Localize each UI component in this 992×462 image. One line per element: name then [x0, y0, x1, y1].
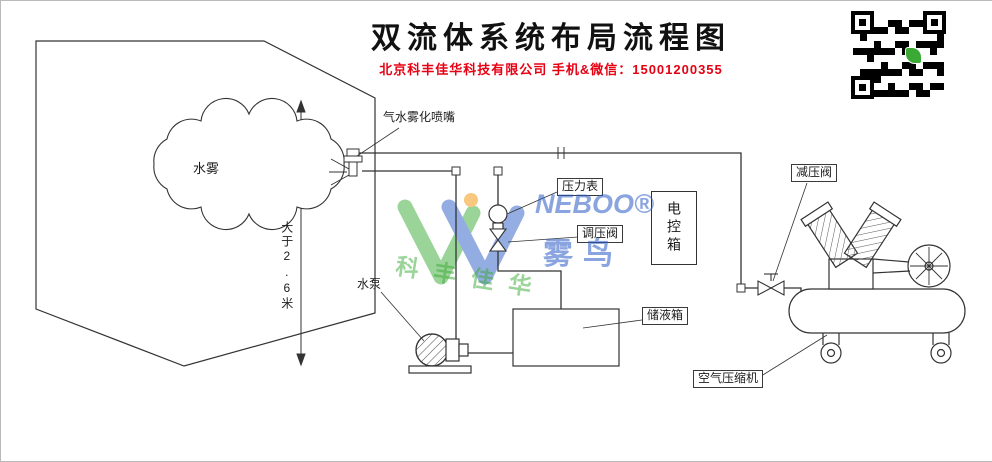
air-compressor — [788, 201, 966, 364]
regulator-valve — [488, 228, 508, 252]
qr-code — [851, 11, 946, 99]
reducing-valve — [757, 273, 785, 296]
label-min-height: 大于2.6米 — [279, 221, 294, 311]
qr-leaf-logo-icon — [905, 47, 922, 64]
water-pump — [408, 333, 472, 374]
atomizing-nozzle — [329, 148, 363, 186]
company-subtitle: 北京科丰佳华科技有限公司 手机&微信：15001200355 — [379, 62, 723, 77]
qr-finder-icon — [851, 11, 874, 34]
label-pressure-gauge: 压力表 — [557, 178, 604, 196]
watermark-logo — [397, 193, 525, 285]
page-title: 双流体系统布局流程图 — [371, 22, 731, 55]
label-reducing-valve: 减压阀 — [791, 164, 838, 182]
return-pipe — [497, 251, 562, 309]
label-pressure-regulator: 调压阀 — [577, 225, 624, 243]
storage-tank — [512, 308, 620, 367]
mist-cloud — [153, 97, 345, 231]
electric-control-box: 电控箱 — [651, 191, 697, 265]
label-nozzle: 气水雾化喷嘴 — [383, 110, 456, 124]
pipe-joints — [451, 147, 746, 293]
label-air-compressor: 空气压缩机 — [693, 370, 764, 388]
leader-lines — [356, 127, 828, 379]
water-pipe — [362, 170, 457, 334]
label-water-pump: 水泵 — [357, 277, 382, 291]
label-water-mist: 水雾 — [193, 161, 220, 176]
spray-room-box — [35, 40, 376, 367]
qr-finder-icon — [851, 76, 874, 99]
air-pipe — [359, 152, 802, 293]
label-liquid-tank: 储液箱 — [642, 307, 689, 325]
qr-finder-icon — [923, 11, 946, 34]
